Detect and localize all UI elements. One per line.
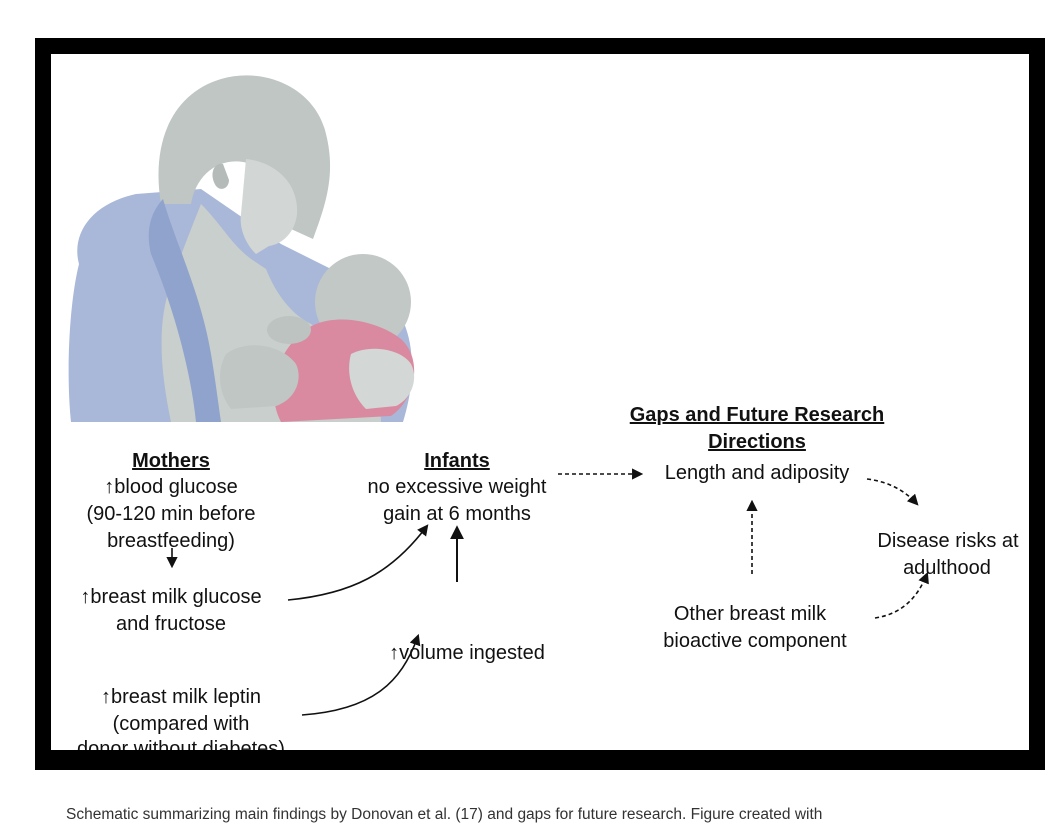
gaps-other-line2: bioactive component [663,630,847,652]
diagram-panel: Mothers ↑blood glucose (90-120 min befor… [51,54,1029,750]
mothers-heading: Mothers [132,450,210,472]
figure-frame: Mothers ↑blood glucose (90-120 min befor… [35,38,1045,770]
milk-glucose-line1: ↑breast milk glucose [80,586,262,608]
gaps-length: Length and adiposity [664,462,850,484]
gaps-disease-line2: adulthood [903,557,991,579]
mother-ear [212,163,229,189]
mothers-glucose-line3: breastfeeding) [107,530,235,552]
arrows-layer [166,468,929,716]
infants-heading: Infants [424,450,490,472]
leptin-line1: ↑breast milk leptin [100,686,262,708]
arrow-leptin-to-volume [301,633,421,716]
infants-volume: ↑volume ingested [389,642,545,664]
arrow-milk-glucose-to-infants [287,524,429,601]
leptin-line3: donor without diabetes) [77,738,285,750]
arrow-other-to-disease [874,571,929,619]
mother-face [240,159,298,254]
milk-glucose-line2: and fructose [115,613,227,635]
gaps-other-line1: Other breast milk [673,603,827,625]
breastfeeding-illustration [68,75,415,422]
mothers-glucose-line2: (90-120 min before [86,503,256,525]
infant-hand [267,316,311,344]
infants-weight-line1: no excessive weight [367,476,547,498]
leptin-line2: (compared with [112,713,250,735]
figure-caption: Schematic summarizing main findings by D… [66,806,823,823]
infants-weight-line2: gain at 6 months [383,503,531,525]
mother-robe-lapel [148,199,221,422]
gaps-heading-line2: Directions [708,431,806,453]
gaps-heading-line1: Gaps and Future Research [629,404,885,426]
mothers-glucose-line1: ↑blood glucose [104,476,238,498]
arrow-length-to-disease [866,478,919,506]
infant-arm [219,345,299,409]
mother-hand [349,348,415,409]
gaps-disease-line1: Disease risks at [877,530,1019,552]
